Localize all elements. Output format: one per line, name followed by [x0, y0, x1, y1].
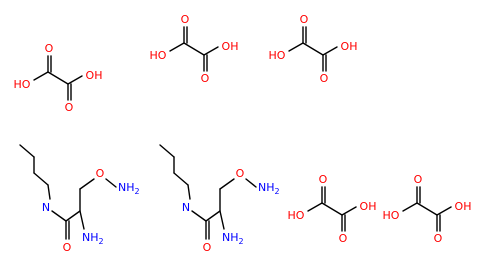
amide-1-butyl-n [47, 184, 51, 200]
oxalic-4-ho-left: HO [288, 209, 305, 222]
amide-1-o-n [105, 178, 117, 188]
oxalic-3-o-top: O [300, 13, 309, 26]
amide-2-o-label: O [203, 241, 212, 254]
oxalic-5-o-top: O [414, 173, 423, 186]
oxalic-1-c-oh-right [67, 75, 83, 85]
oxalic-1-ho-left: HO [14, 78, 31, 91]
oxalic-4-c-oh-left [307, 202, 323, 212]
amide-1-cb-o [79, 178, 95, 190]
amide-2-ca-nh2 [219, 210, 225, 230]
oxalic-5-o-bottom: O [434, 232, 443, 245]
oxalic-3-o-bottom: O [320, 72, 329, 85]
oxalic-5-oh-right: OH [455, 200, 472, 213]
oxalic-1-oh-right: OH [86, 69, 103, 82]
amide-2-butyl-1 [159, 144, 175, 158]
amide-2-n-label: N [182, 201, 190, 214]
oxalic-5-c-oh-right [436, 206, 452, 216]
oxalic-4-o-top: O [319, 173, 328, 186]
amide-1-n-c [51, 210, 67, 222]
oxalic-2-c-oh-left [169, 42, 185, 52]
oxalic-4-c-oh-right [341, 206, 357, 216]
oxalic-3-c-oh-left [288, 42, 304, 52]
oxalic-2-ho-left: HO [150, 49, 167, 62]
oxalic-5-c-oh-left [402, 202, 418, 212]
amide-2-o-ether: O [236, 167, 245, 180]
amide-2-o-n [245, 178, 257, 188]
amide-1-n-label: N [42, 201, 50, 214]
oxalic-3-cc-bond [302, 42, 324, 56]
oxalic-3-ho-left: HO [269, 49, 286, 62]
oxalic-3-oh-right: OH [341, 40, 358, 53]
amide-1-ca-nh2 [79, 210, 85, 230]
amide-2-butyl-n [187, 184, 191, 200]
oxalic-4-cc-bond [321, 202, 343, 216]
oxalic-1-o-top: O [45, 42, 54, 55]
oxalic-5-ho-left: HO [383, 209, 400, 222]
amide-1-butyl-3 [33, 172, 49, 186]
amide-1-nh2-oxy: NH2 [118, 181, 140, 196]
amide-1-o-ether: O [96, 167, 105, 180]
amide-2-cb-o [219, 178, 235, 190]
amide-2-butyl-3 [173, 172, 189, 186]
amide-1-butyl-1 [19, 144, 35, 158]
oxalic-5-cc-bond [416, 202, 438, 216]
oxalic-3-c-oh-right [322, 46, 338, 56]
oxalic-1-c-oh-left [33, 71, 49, 81]
amide-2-nh2-oxy: NH2 [258, 181, 280, 196]
amide-2-n-c [191, 210, 207, 222]
amide-2-c-ca [205, 210, 221, 222]
oxalic-1-cc-bond [47, 71, 69, 85]
oxalic-1-o-bottom: O [65, 101, 74, 114]
amide-1-nh2-alpha: NH2 [82, 231, 104, 246]
oxalic-2-cc-bond [183, 42, 205, 56]
amide-1-c-ca [65, 210, 81, 222]
amide-2-nh2-alpha: NH2 [222, 231, 244, 246]
oxalic-2-o-bottom: O [201, 72, 210, 85]
oxalic-4-oh-right: OH [360, 200, 377, 213]
oxalic-4-o-bottom: O [339, 232, 348, 245]
oxalic-2-c-oh-right [203, 46, 219, 56]
oxalic-2-o-top: O [181, 13, 190, 26]
oxalic-2-oh-right: OH [222, 40, 239, 53]
amide-1-o-label: O [63, 241, 72, 254]
